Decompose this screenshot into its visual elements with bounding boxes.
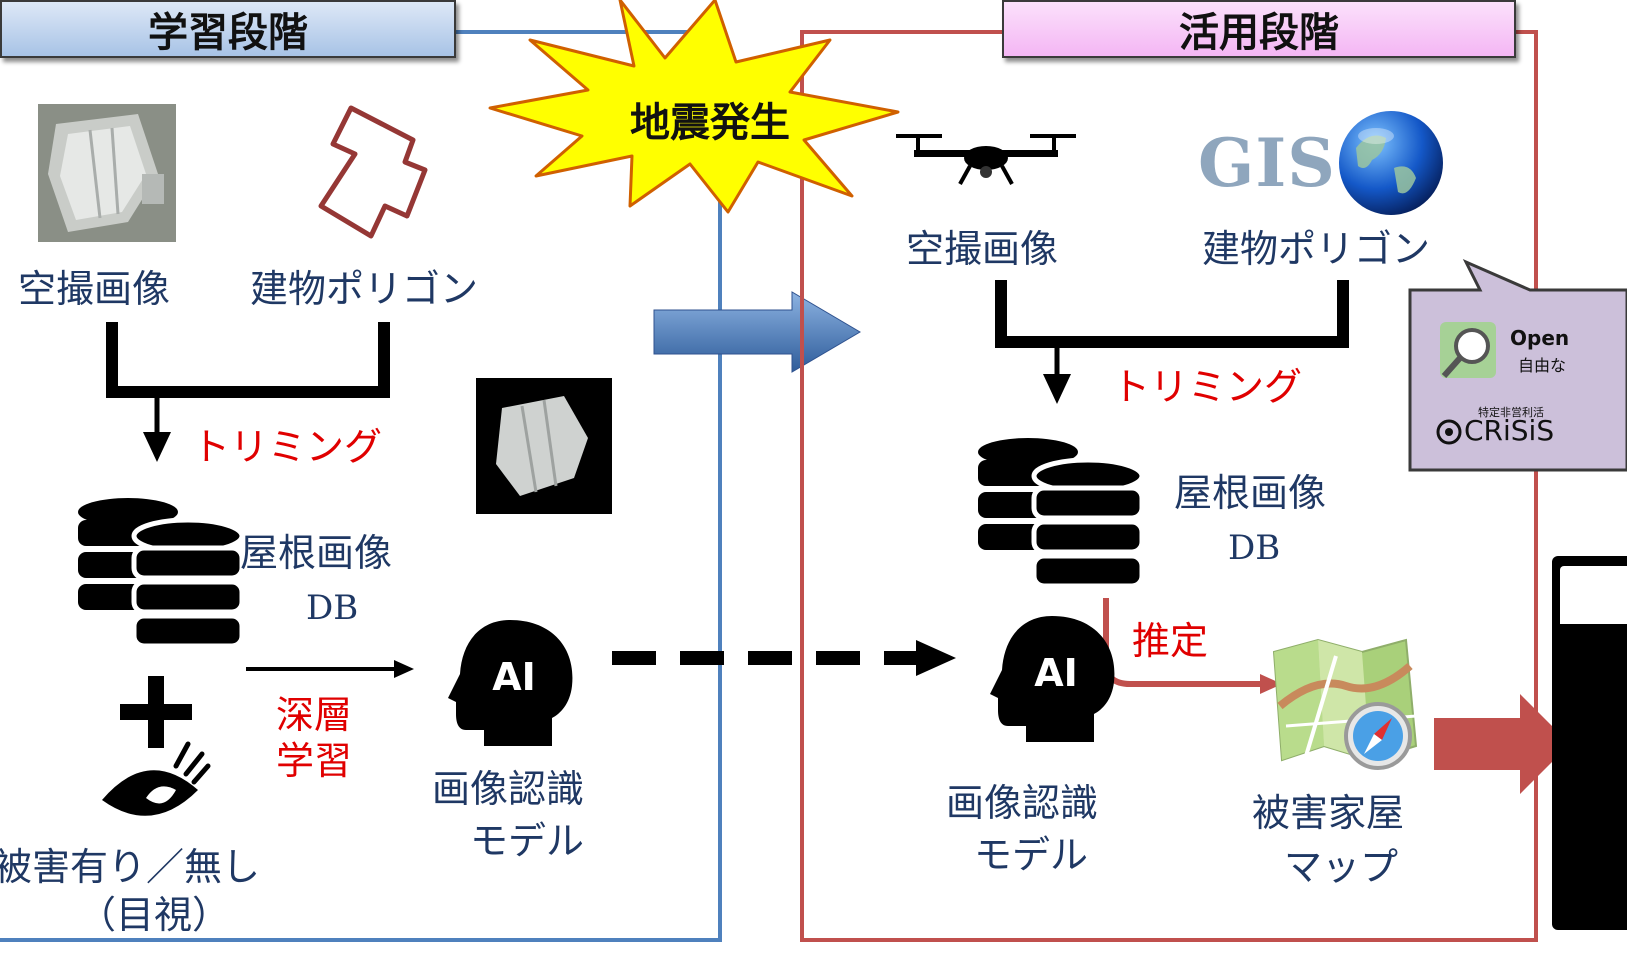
right-edge-panel-inset [1560, 566, 1627, 624]
application-map-label-1: 被害家屋 [1252, 791, 1405, 835]
building-polygon-icon [318, 105, 428, 239]
learning-polygon-label: 建物ポリゴン [250, 267, 479, 311]
svg-text:AI: AI [492, 655, 536, 699]
learning-ai-head-icon: AI [448, 620, 573, 746]
gis-label: GIS [1198, 124, 1336, 202]
earthquake-label: 地震発生 [630, 100, 790, 146]
crisis-note-label: 特定非営利活 [1478, 406, 1544, 419]
application-trimming-label: トリミング [1112, 365, 1303, 409]
data-source-callout [1408, 258, 1627, 472]
crisis-name-label: CRiSiS [1464, 414, 1555, 447]
plus-icon [120, 676, 192, 748]
aerial-photo-icon [38, 104, 176, 242]
application-aerial-label: 空撮画像 [906, 227, 1059, 271]
application-map-label-2: マップ [1284, 845, 1399, 889]
eye-icon [102, 741, 211, 816]
application-database-icon [978, 438, 1145, 589]
learning-database-icon [78, 498, 245, 649]
svg-text:AI: AI [1034, 651, 1078, 695]
globe-icon [1339, 111, 1443, 215]
osm-name-label: Open [1510, 326, 1570, 350]
learning-model-label-1: 画像認識 [432, 767, 585, 811]
osm-logo-icon [1440, 322, 1496, 378]
crisis-logo-icon [1436, 419, 1462, 445]
phase-transition-arrow [653, 291, 861, 373]
learning-db-label: DB [306, 588, 359, 628]
learning-damage-label: 被害有り／無し [0, 845, 261, 889]
earthquake-burst [488, 0, 900, 214]
estimate-label: 推定 [1132, 619, 1209, 663]
learning-header: 学習段階 [0, 0, 456, 58]
application-polygon-label: 建物ポリゴン [1202, 227, 1431, 271]
osm-description-label: 自由な [1518, 356, 1567, 375]
application-ai-head-icon: AI [990, 616, 1115, 742]
deep-learning-label-2: 学習 [276, 739, 353, 783]
drone-icon [896, 134, 1076, 185]
damage-map-icon [1272, 638, 1418, 770]
learning-model-label-2: モデル [470, 819, 585, 863]
learning-aerial-label: 空撮画像 [18, 267, 171, 311]
output-arrow [1434, 694, 1570, 794]
application-db-label: DB [1228, 528, 1281, 568]
learning-roof-label: 屋根画像 [240, 531, 393, 575]
application-roof-label: 屋根画像 [1174, 471, 1327, 515]
learning-trimming-label: トリミング [192, 425, 383, 469]
application-header: 活用段階 [1002, 0, 1516, 58]
application-model-label-1: 画像認識 [946, 781, 1099, 825]
roof-thumbnail-image [476, 378, 612, 514]
learning-visual-label: （目視） [78, 893, 231, 937]
deep-learning-label-1: 深層 [276, 693, 353, 737]
application-model-label-2: モデル [974, 833, 1089, 877]
